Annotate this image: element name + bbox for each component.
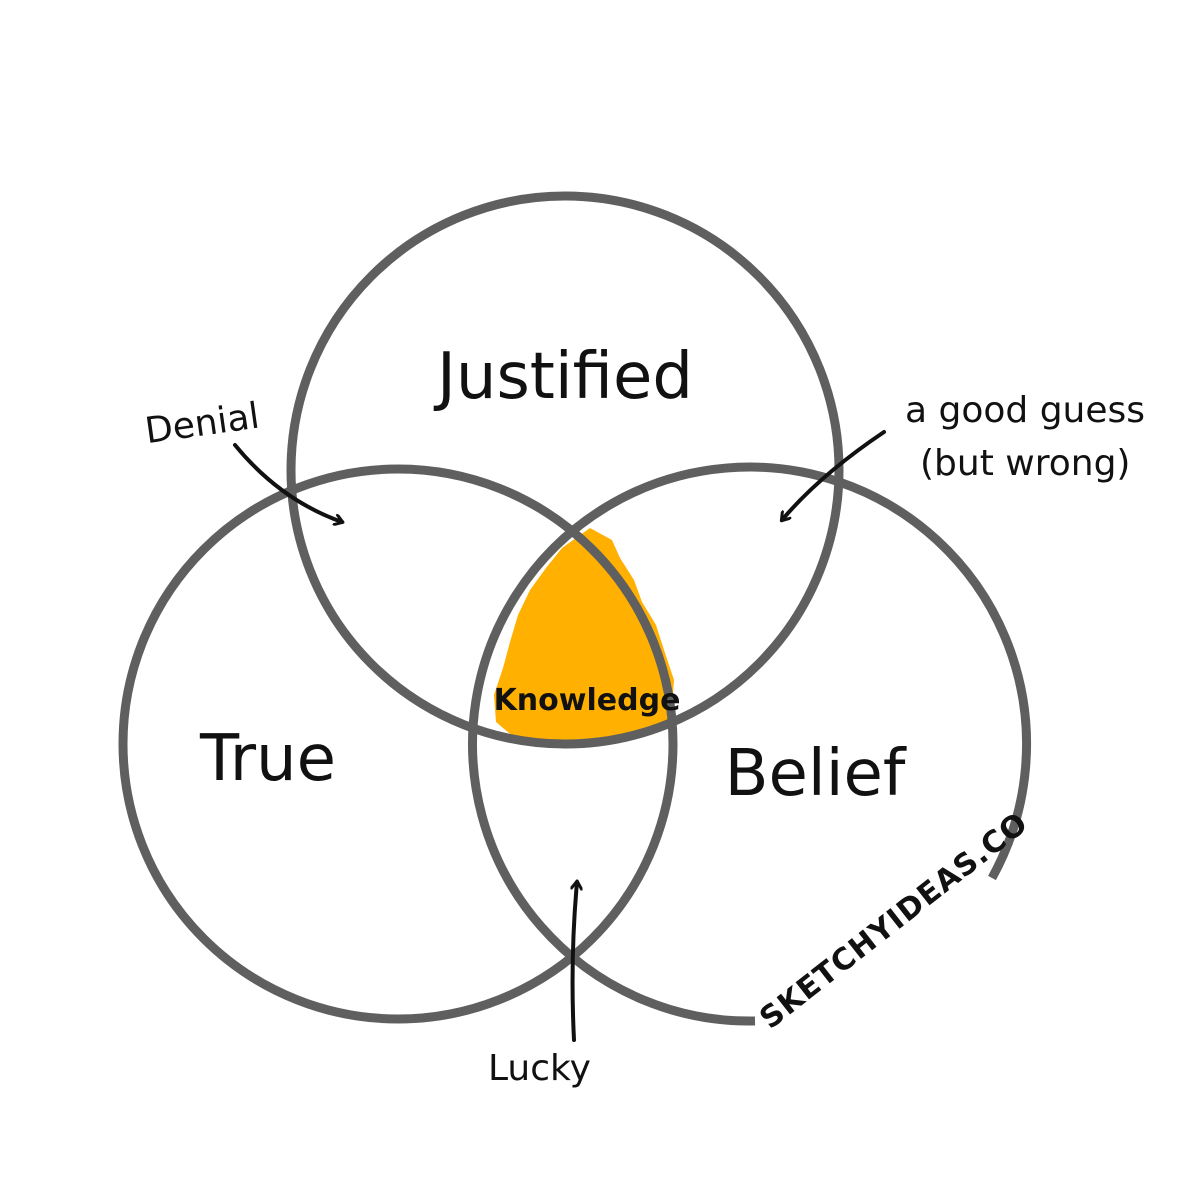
- circle-justified: [286, 191, 844, 749]
- annotation-good-guess-line2: (but wrong): [920, 443, 1130, 484]
- annotation-lucky: Lucky: [488, 1048, 591, 1089]
- knowledge-highlight: [494, 528, 674, 747]
- label-true: True: [199, 722, 336, 796]
- annotation-good-guess-line1: a good guess: [905, 390, 1145, 431]
- arrow-lucky: [573, 882, 577, 1042]
- circle-belief: [468, 462, 1032, 1026]
- brand-watermark: SKETCHYIDEAS.CO: [753, 806, 1035, 1037]
- annotation-denial: Denial: [143, 396, 262, 453]
- label-knowledge: Knowledge: [494, 683, 681, 718]
- label-justified: Justified: [433, 340, 693, 414]
- label-belief: Belief: [725, 737, 907, 811]
- circle-true: [118, 464, 678, 1024]
- arrow-denial: [233, 443, 342, 522]
- arrow-good-guess: [782, 430, 886, 520]
